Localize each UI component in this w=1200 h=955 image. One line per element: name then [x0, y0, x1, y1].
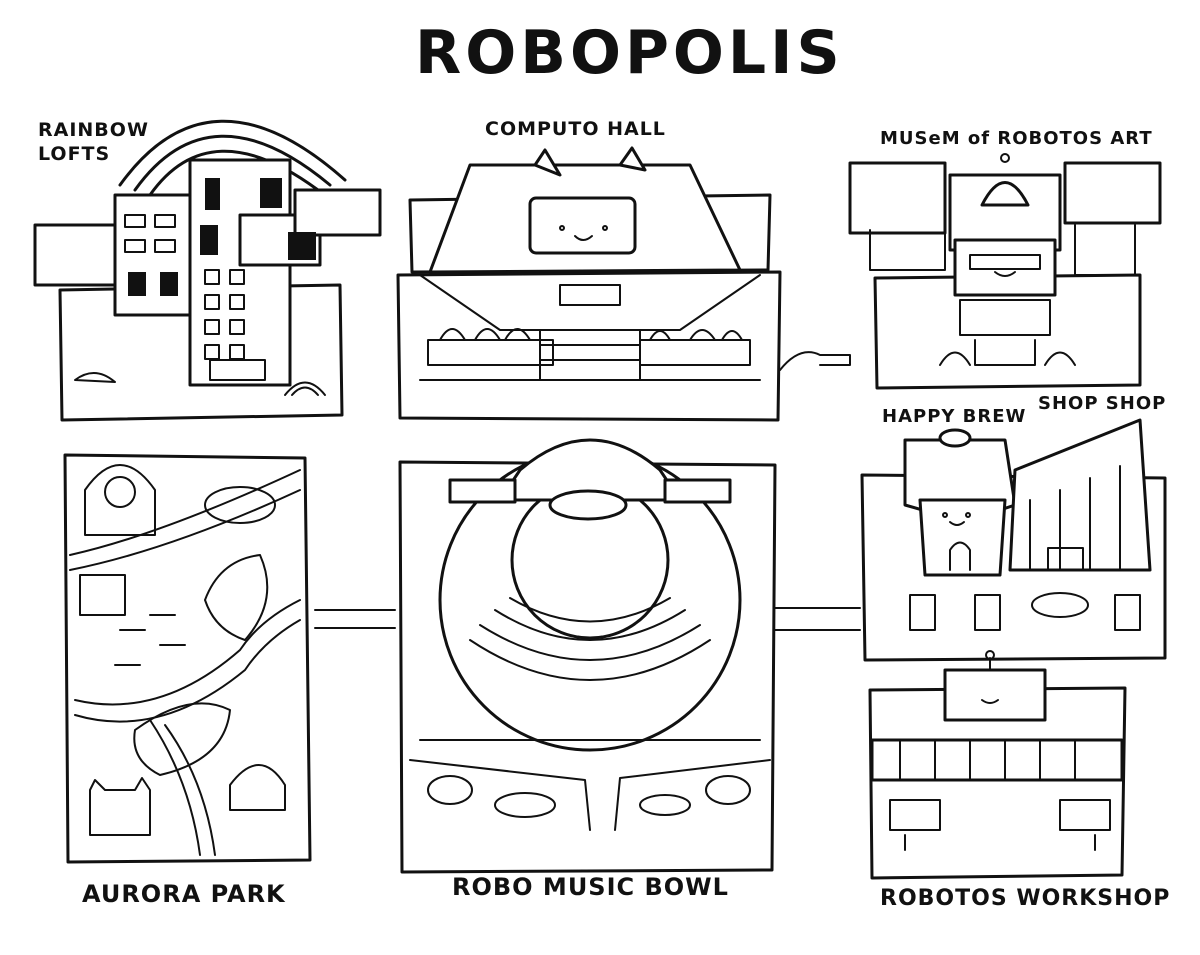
museum-block[interactable]	[850, 154, 1160, 388]
workshop-label: ROBOTOS WORKSHOP	[880, 886, 1171, 911]
robotos-workshop-block[interactable]	[870, 651, 1125, 878]
computo-hall-label: COMPUTO HALL	[485, 118, 666, 140]
rainbow-lofts-label: RAINBOW LOFTS	[38, 119, 149, 165]
aurora-park-block[interactable]	[65, 455, 310, 862]
rainbow-lofts-block[interactable]	[35, 121, 380, 420]
museum-label: MUSeM of ROBOTOS ART	[880, 128, 1153, 149]
map-title: ROBOPOLIS	[415, 18, 844, 88]
happy-brew-shop-shop-block[interactable]	[862, 420, 1165, 660]
music-bowl-label: ROBO MUSIC BOWL	[452, 873, 729, 901]
aurora-park-label: AURORA PARK	[82, 880, 286, 908]
computo-hall-block[interactable]	[398, 148, 850, 420]
music-bowl-block[interactable]	[315, 440, 860, 872]
shop-shop-label: SHOP SHOP	[1038, 393, 1167, 414]
happy-brew-label: HAPPY BREW	[882, 406, 1027, 427]
